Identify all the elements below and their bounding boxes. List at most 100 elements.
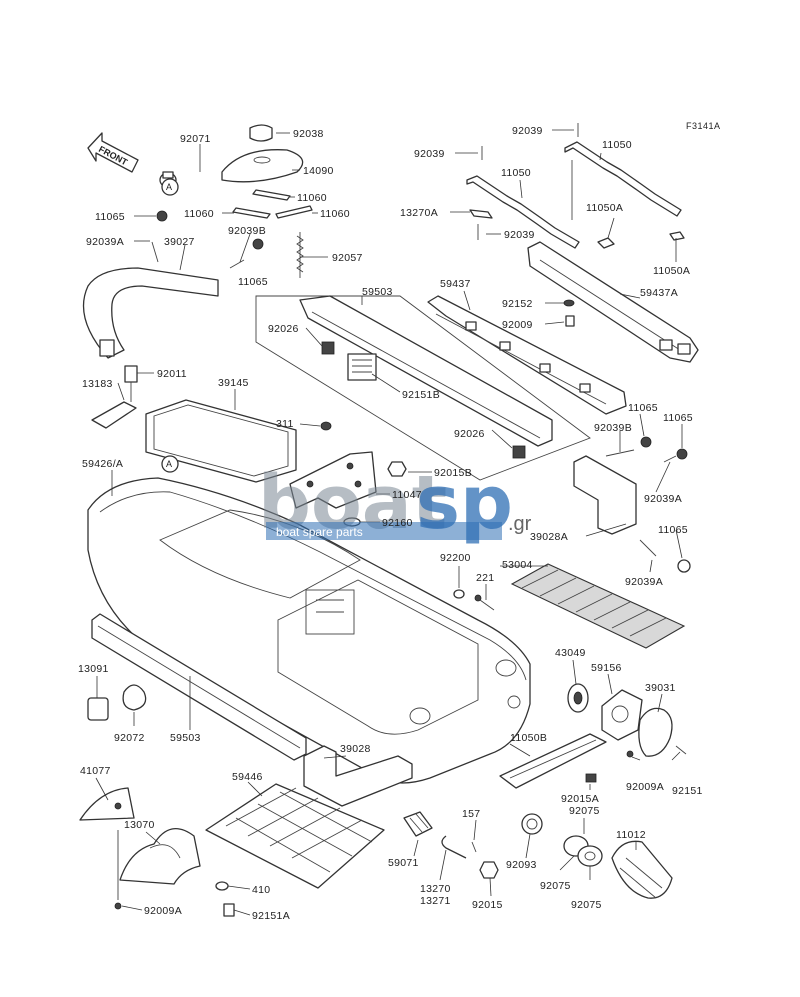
label-92072: 92072 bbox=[114, 732, 145, 744]
label-92151B: 92151B bbox=[402, 389, 440, 401]
label-92009A-r: 92009A bbox=[626, 781, 664, 793]
label-13183: 13183 bbox=[82, 378, 113, 390]
label-11012: 11012 bbox=[616, 829, 646, 841]
label-92015B: 92015B bbox=[434, 467, 472, 479]
label-92009: 92009 bbox=[502, 319, 533, 331]
callout-a-hull: A bbox=[166, 459, 172, 469]
label-92093: 92093 bbox=[506, 859, 537, 871]
label-11060-a: 11060 bbox=[297, 192, 327, 204]
plug-11065-a bbox=[156, 210, 168, 222]
leaders-middle bbox=[305, 296, 513, 449]
label-92075-a: 92075 bbox=[569, 805, 600, 817]
label-92039B-top: 92039B bbox=[228, 225, 266, 237]
label-13070: 13070 bbox=[124, 819, 155, 831]
bolt-92039A-r bbox=[663, 455, 677, 463]
cap-92038 bbox=[249, 124, 273, 142]
bracket-11050-upper bbox=[564, 141, 682, 217]
label-92151A: 92151A bbox=[252, 910, 290, 922]
watermark: boat sp boat spare parts .gr bbox=[258, 460, 532, 546]
nut-92015 bbox=[479, 861, 499, 879]
label-59156: 59156 bbox=[591, 662, 622, 674]
label-92026-b: 92026 bbox=[454, 428, 485, 440]
bolt-92151 bbox=[675, 745, 687, 755]
label-92039A-r2: 92039A bbox=[625, 576, 663, 588]
watermark-band bbox=[266, 522, 502, 540]
bracket-11050-lower bbox=[466, 175, 580, 249]
label-221: 221 bbox=[476, 572, 494, 584]
label-92015: 92015 bbox=[472, 899, 503, 911]
label-39028A: 39028A bbox=[530, 531, 568, 543]
clamp-92072 bbox=[122, 684, 147, 711]
label-11065-d: 11065 bbox=[663, 412, 693, 424]
cover-11012 bbox=[611, 840, 673, 899]
nut-92015B bbox=[387, 461, 407, 477]
label-39145: 39145 bbox=[218, 377, 249, 389]
label-11047: 11047 bbox=[392, 489, 422, 501]
trim-41077 bbox=[79, 787, 135, 821]
bolt-92039B-r bbox=[605, 449, 635, 457]
label-11050A: 11050A bbox=[586, 202, 623, 214]
nut-311 bbox=[320, 421, 332, 431]
hatch-cap-group: A bbox=[82, 124, 313, 359]
label-92038: 92038 bbox=[293, 128, 324, 140]
handle-39028 bbox=[303, 745, 413, 807]
plug-11065-d bbox=[676, 448, 688, 460]
screw-221 bbox=[479, 599, 495, 611]
label-59437A: 59437A bbox=[640, 287, 678, 299]
label-41077: 41077 bbox=[80, 765, 111, 777]
label-11060-c: 11060 bbox=[320, 208, 350, 220]
bracket-11047 bbox=[289, 451, 377, 509]
rail-59437A bbox=[527, 241, 699, 363]
rails-group bbox=[427, 123, 699, 415]
screw-92009A-b bbox=[114, 902, 122, 910]
strip-11060-b bbox=[232, 207, 271, 219]
seal-92093 bbox=[521, 813, 543, 835]
bushing-92075 bbox=[563, 835, 603, 867]
label-92039-1: 92039 bbox=[512, 125, 543, 137]
label-92057: 92057 bbox=[332, 252, 363, 264]
label-311: 311 bbox=[276, 418, 294, 430]
washer-410 bbox=[215, 881, 229, 891]
label-59071: 59071 bbox=[388, 857, 419, 869]
plug-11065-b bbox=[252, 238, 264, 250]
label-157: 157 bbox=[462, 808, 480, 820]
label-39028: 39028 bbox=[340, 743, 371, 755]
cap-13091 bbox=[87, 697, 109, 721]
bolt-92151A bbox=[223, 903, 235, 917]
right-mid-group bbox=[453, 436, 691, 649]
washer-92200 bbox=[453, 589, 465, 599]
watermark-tagline: boat spare parts bbox=[276, 525, 363, 539]
nut-92015A bbox=[585, 773, 597, 783]
label-92039B-r: 92039B bbox=[594, 422, 632, 434]
leaders-left-middle bbox=[117, 372, 236, 410]
label-92152: 92152 bbox=[502, 298, 533, 310]
leaders-right-mid bbox=[458, 413, 683, 600]
bolt-92039B bbox=[229, 259, 245, 269]
intake-grate-bars bbox=[225, 787, 373, 873]
label-11065-b: 11065 bbox=[238, 276, 268, 288]
watermark-suffix: .gr bbox=[508, 513, 532, 535]
mount-13183 bbox=[91, 401, 137, 429]
bolt-92039A-r2 bbox=[639, 539, 657, 557]
seat-group bbox=[91, 365, 297, 483]
label-13091: 13091 bbox=[78, 663, 109, 675]
label-59446: 59446 bbox=[232, 771, 263, 783]
label-410: 410 bbox=[252, 884, 270, 896]
bearing-59156 bbox=[601, 689, 643, 741]
decal-92026-a bbox=[321, 341, 335, 355]
label-92009A-b: 92009A bbox=[144, 905, 182, 917]
label-11050B: 11050B bbox=[510, 732, 547, 744]
decal-92026-b bbox=[512, 445, 526, 459]
label-11050-a: 11050 bbox=[602, 139, 632, 151]
figure-code: F3141A bbox=[686, 121, 721, 131]
clip-13270A bbox=[469, 209, 493, 219]
label-39027: 39027 bbox=[164, 236, 195, 248]
label-92071: 92071 bbox=[180, 133, 211, 145]
label-92039-3: 92039 bbox=[504, 229, 535, 241]
plug-11065-e bbox=[677, 559, 691, 573]
screw-92009A-r bbox=[626, 750, 634, 758]
label-59503-top: 59503 bbox=[362, 286, 393, 298]
strip-11060-c bbox=[275, 205, 313, 219]
plug-11065-c bbox=[640, 436, 652, 448]
mat-53004 bbox=[510, 563, 686, 649]
